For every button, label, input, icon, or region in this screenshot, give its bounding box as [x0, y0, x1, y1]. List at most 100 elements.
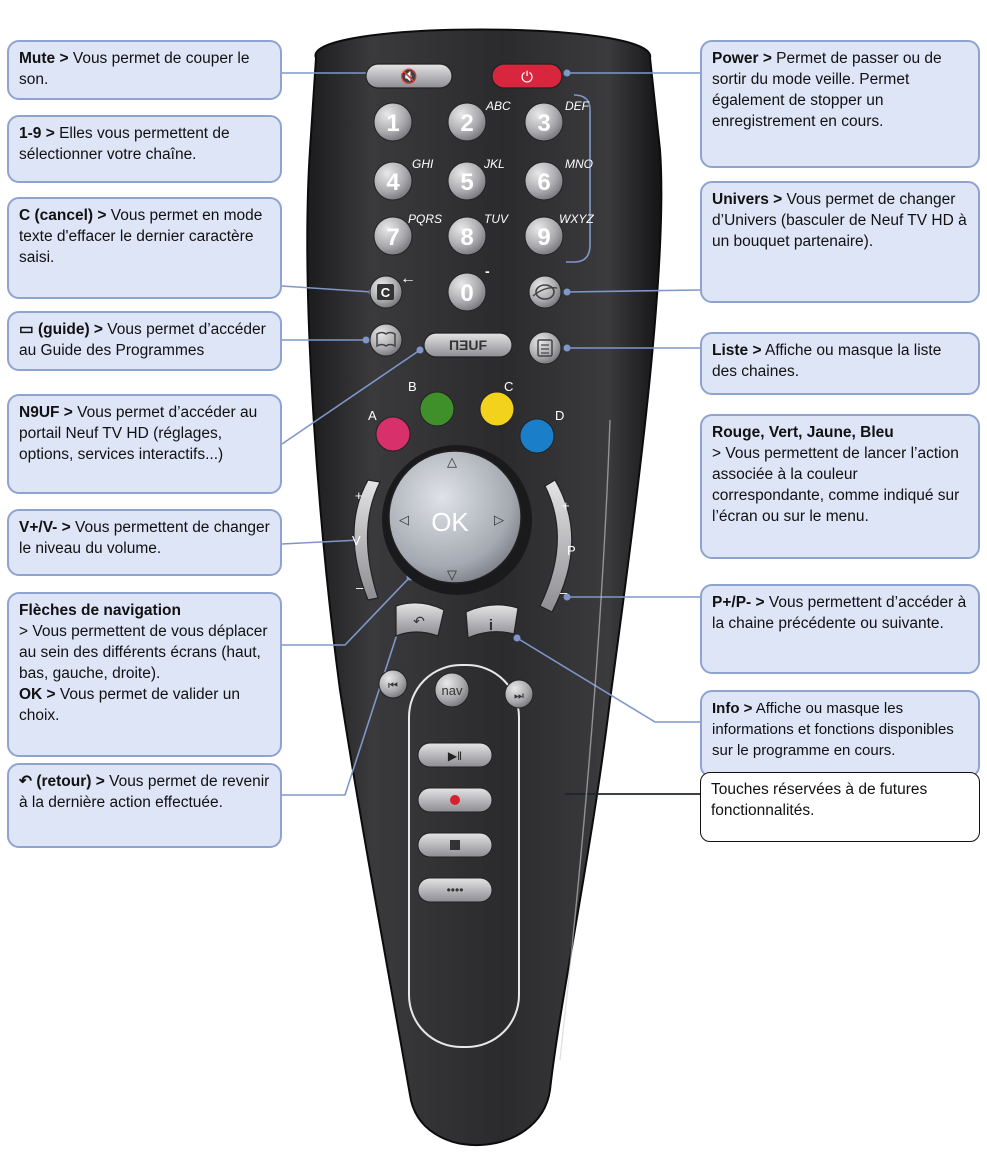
play-pause-icon: ▶ǁ — [448, 749, 462, 763]
svg-text:JKL: JKL — [483, 157, 505, 171]
digit-button-0[interactable]: 0 - — [447, 263, 490, 312]
callout-guide: ▭ (guide) > Vous permet d’accéder au Gui… — [7, 311, 282, 371]
rewind-icon: ⏮ — [388, 680, 398, 692]
callout-info: Info > Affiche ou masque les information… — [700, 690, 980, 778]
callout-n9uf: N9UF > Vous permet d’accéder au portail … — [7, 394, 282, 494]
digit-button-1[interactable]: 1 — [373, 102, 413, 142]
back-arrow-icon: ↶ — [19, 773, 32, 790]
svg-text:P: P — [567, 543, 576, 558]
svg-text:+: + — [355, 488, 363, 503]
digits-bracket — [566, 94, 591, 263]
connector-lines — [281, 72, 701, 796]
play-pause-button[interactable]: ▶ǁ — [417, 742, 493, 768]
svg-text:–: – — [560, 585, 568, 600]
record-button[interactable] — [417, 787, 493, 813]
digit-button-7[interactable]: 7 PQRS — [373, 212, 442, 256]
svg-text:DEF: DEF — [565, 99, 590, 113]
arrow-right-icon[interactable]: ▷ — [494, 512, 504, 527]
power-button[interactable]: ⏻ — [491, 63, 563, 89]
svg-text:C: C — [381, 285, 391, 300]
callout-retour: ↶ (retour) > Vous permet de revenir à la… — [7, 763, 282, 848]
svg-text:9: 9 — [537, 224, 550, 251]
svg-text:V: V — [352, 533, 361, 548]
callout-futures: Touches réservées à de futures fonctionn… — [700, 772, 980, 842]
program-rocker[interactable]: + P – — [539, 479, 576, 613]
svg-text:nav: nav — [442, 683, 463, 698]
book-icon — [376, 331, 396, 348]
mute-icon: 🔇 — [400, 68, 417, 85]
digit-button-6[interactable]: 6 MNO — [524, 157, 593, 201]
navigation-pad[interactable]: △ ▽ ◁ ▷ OK — [388, 450, 522, 584]
digit-button-5[interactable]: 5 JKL — [447, 157, 505, 201]
svg-text:-: - — [485, 263, 490, 279]
arrow-left-icon: ← — [400, 270, 416, 287]
stop-icon — [450, 840, 460, 850]
green-button[interactable]: B — [408, 379, 455, 427]
digit-button-4[interactable]: 4 GHI — [373, 157, 434, 201]
svg-text:–: – — [356, 580, 364, 595]
svg-text:C: C — [504, 379, 513, 394]
digit-button-2[interactable]: 2 ABC — [447, 99, 511, 142]
svg-text:D: D — [555, 408, 564, 423]
list-icon — [537, 339, 553, 357]
forward-button[interactable]: ⏭ — [504, 679, 534, 709]
retour-button[interactable]: ↶ — [395, 602, 445, 637]
cancel-button[interactable]: C ← — [369, 270, 416, 309]
svg-text:ΠƎUF: ΠƎUF — [449, 337, 488, 353]
digit-button-8[interactable]: 8 TUV — [447, 212, 509, 256]
svg-text:+: + — [562, 498, 570, 513]
n9uf-button[interactable]: ΠƎUF — [423, 332, 513, 358]
svg-text:B: B — [408, 379, 417, 394]
digit-button-9[interactable]: 9 WXYZ — [524, 212, 594, 256]
planet-icon — [535, 284, 555, 300]
yellow-button[interactable]: C — [479, 379, 515, 427]
dots-icon: •••• — [447, 883, 464, 897]
mute-button[interactable]: 🔇 — [365, 63, 453, 89]
svg-text:PQRS: PQRS — [408, 212, 442, 226]
more-button[interactable]: •••• — [417, 877, 493, 903]
svg-text:i: i — [489, 617, 493, 634]
univers-button[interactable] — [528, 275, 562, 309]
info-button[interactable]: i — [465, 604, 519, 639]
digit-button-3[interactable]: 3 DEF — [524, 99, 590, 142]
svg-text:GHI: GHI — [412, 157, 434, 171]
svg-text:A: A — [368, 408, 377, 423]
callout-cancel: C (cancel) > Vous permet en mode texte d… — [7, 197, 282, 299]
callout-programme: P+/P- > Vous permettent d’accéder à la c… — [700, 584, 980, 674]
svg-text:8: 8 — [460, 224, 473, 251]
ok-button[interactable]: OK — [431, 507, 469, 537]
svg-text:4: 4 — [386, 169, 400, 196]
reserved-keys-area — [408, 664, 520, 1048]
rewind-button[interactable]: ⏮ — [378, 669, 408, 699]
body-highlight — [559, 419, 611, 1061]
liste-button[interactable] — [528, 331, 562, 365]
arrow-left-icon[interactable]: ◁ — [399, 512, 409, 527]
red-button[interactable]: A — [368, 408, 411, 452]
forward-icon: ⏭ — [514, 690, 524, 702]
book-icon: ▭ — [19, 321, 34, 338]
nav-button[interactable]: nav — [434, 672, 470, 708]
record-icon — [450, 795, 460, 805]
back-arrow-icon: ↶ — [413, 613, 425, 629]
svg-text:WXYZ: WXYZ — [559, 212, 594, 226]
callout-power: Power > Permet de passer ou de sortir du… — [700, 40, 980, 168]
power-icon: ⏻ — [521, 69, 533, 86]
arrow-up-icon[interactable]: △ — [447, 454, 457, 469]
svg-text:ABC: ABC — [485, 99, 511, 113]
svg-text:TUV: TUV — [484, 212, 509, 226]
svg-text:6: 6 — [537, 169, 550, 196]
svg-text:0: 0 — [460, 280, 473, 307]
guide-button[interactable] — [369, 323, 403, 357]
volume-rocker[interactable]: + V – — [352, 479, 381, 601]
blue-button[interactable]: D — [519, 408, 564, 454]
callout-liste: Liste > Affiche ou masque la liste des c… — [700, 332, 980, 395]
callout-couleurs: Rouge, Vert, Jaune, Bleu > Vous permette… — [700, 414, 980, 559]
callout-digits: 1-9 > Elles vous permettent de sélection… — [7, 115, 282, 183]
svg-text:5: 5 — [460, 169, 473, 196]
arrow-down-icon[interactable]: ▽ — [447, 567, 457, 582]
callout-navigation: Flèches de navigation > Vous permettent … — [7, 592, 282, 757]
svg-text:MNO: MNO — [565, 157, 593, 171]
callout-mute: Mute > Vous permet de couper le son. — [7, 40, 282, 100]
stop-button[interactable] — [417, 832, 493, 858]
